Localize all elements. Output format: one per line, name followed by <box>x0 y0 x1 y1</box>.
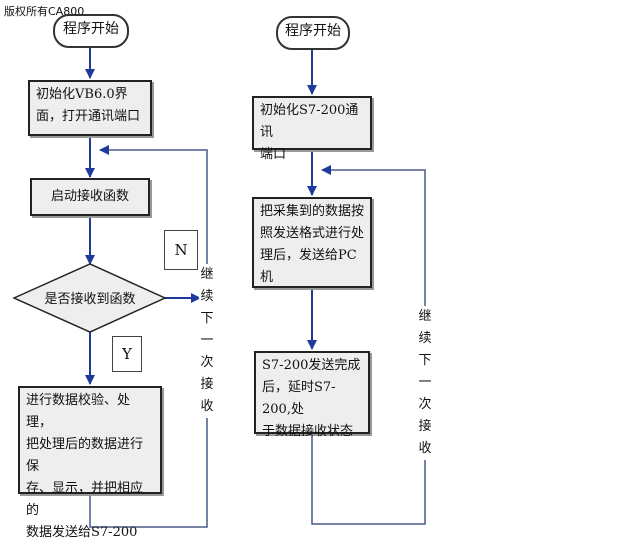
loop-right-char-5: 次 <box>418 397 432 412</box>
loop-label-left: 继 续 下 一 次 接 收 <box>199 264 215 418</box>
loop-left-char-5: 次 <box>200 355 214 370</box>
loop-left-char-2: 续 <box>200 289 214 304</box>
loop-left-char-6: 接 <box>200 377 214 392</box>
start-terminal-left: 程序开始 <box>53 14 129 48</box>
send-data-box: 把采集到的数据按 照发送格式进行处 理后，发送给PC机 <box>252 197 372 288</box>
process-data-box: 进行数据校验、处理， 把处理后的数据进行保 存、显示，并把相应的 数据发送给S7… <box>18 386 162 540</box>
loop-right-char-2: 续 <box>418 331 432 346</box>
init-s7-line-2: 端口 <box>260 147 287 162</box>
decision-label: 是否接收到函数 <box>44 292 136 307</box>
process-line-2: 把处理后的数据进行保 <box>26 437 144 474</box>
no-label: N <box>164 230 198 270</box>
wait-receive-box: S7-200发送完成 后，延时S7-200,处 于数据接收状态 <box>254 351 370 439</box>
loop-right-char-6: 接 <box>418 419 432 434</box>
loop-left-char-4: 一 <box>200 333 214 348</box>
loop-left-char-7: 收 <box>200 399 214 414</box>
send-line-3: 理后，发送给PC机 <box>260 248 357 285</box>
send-line-2: 照发送格式进行处 <box>260 226 365 241</box>
process-line-1: 进行数据校验、处理， <box>26 393 131 430</box>
process-line-3: 存、显示，并把相应的 <box>26 481 144 518</box>
send-line-1: 把采集到的数据按 <box>260 204 365 219</box>
loop-left-char-1: 继 <box>200 267 214 282</box>
init-vb-box: 初始化VB6.0界 面，打开通讯端口 <box>28 80 152 136</box>
init-s7-box: 初始化S7-200通讯 端口 <box>252 96 372 162</box>
decision-diamond <box>12 263 167 333</box>
start-terminal-right: 程序开始 <box>276 16 350 50</box>
init-vb-line-2: 面，打开通讯端口 <box>36 109 141 124</box>
loop-line-left <box>89 145 208 528</box>
wait-line-2: 后，延时S7-200,处 <box>262 380 336 417</box>
loop-right-char-1: 继 <box>418 309 432 324</box>
loop-right-char-7: 收 <box>418 441 432 456</box>
loop-right-char-3: 下 <box>418 353 432 368</box>
start-receive-box: 启动接收函数 <box>30 178 150 216</box>
yes-label: Y <box>112 336 142 372</box>
wait-line-3: 于数据接收状态 <box>262 424 354 439</box>
loop-label-right: 继 续 下 一 次 接 收 <box>417 306 433 460</box>
loop-right-char-4: 一 <box>418 375 432 390</box>
init-s7-line-1: 初始化S7-200通讯 <box>260 103 359 140</box>
loop-line-right <box>311 165 426 525</box>
process-line-4: 数据发送给S7-200 <box>26 525 138 540</box>
wait-line-1: S7-200发送完成 <box>262 358 361 373</box>
loop-left-char-3: 下 <box>200 311 214 326</box>
init-vb-line-1: 初始化VB6.0界 <box>36 87 128 102</box>
